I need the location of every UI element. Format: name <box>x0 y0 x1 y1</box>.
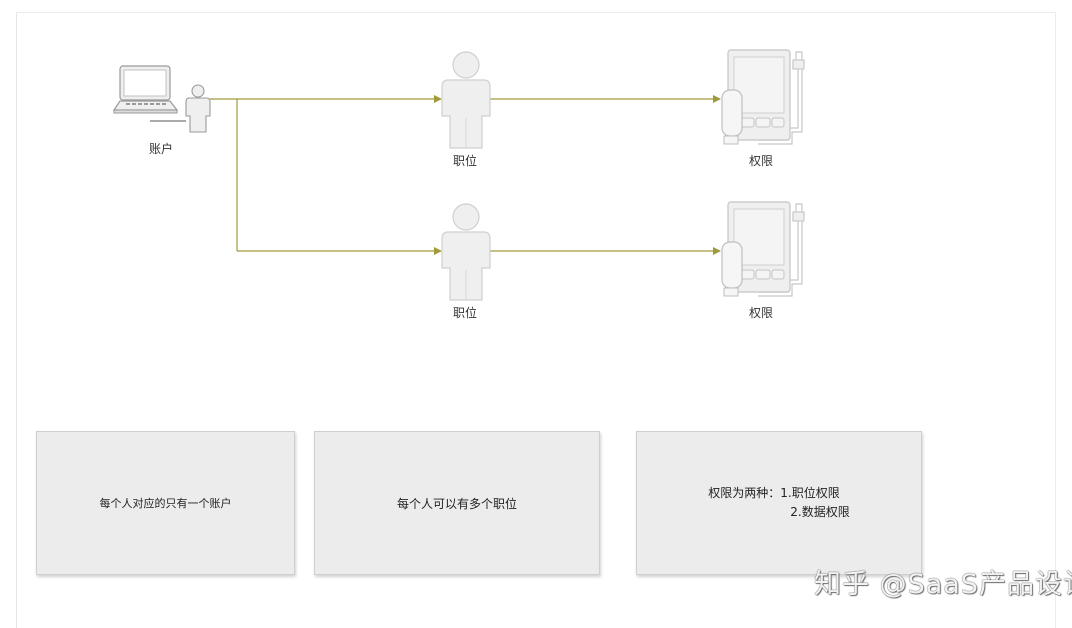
permission-bottom-label: 权限 <box>748 306 773 320</box>
watermark: 知乎 @SaaS产品设计 <box>814 569 1072 600</box>
position-top-label: 职位 <box>452 154 477 168</box>
note-permission-types: 权限为两种：1.职位权限 2.数据权限 <box>636 431 922 575</box>
permission-bottom-tablet-icon <box>718 200 808 302</box>
position-top-person-icon <box>440 50 492 150</box>
account-person-icon <box>185 84 211 134</box>
permission-type-line1: 权限为两种：1.职位权限 <box>708 486 840 500</box>
note-one-account: 每个人对应的只有一个账户 <box>36 431 295 575</box>
account-label: 账户 <box>148 142 173 156</box>
note-permission-types-text: 权限为两种：1.职位权限 2.数据权限 <box>708 484 849 522</box>
position-bottom-label: 职位 <box>452 306 477 320</box>
position-bottom-person-icon <box>440 202 492 302</box>
laptop-icon <box>112 64 179 116</box>
note-one-account-text: 每个人对应的只有一个账户 <box>99 497 232 510</box>
permission-top-label: 权限 <box>748 154 773 168</box>
permission-top-tablet-icon <box>718 48 808 150</box>
permission-type-line2: 2.数据权限 <box>790 505 850 519</box>
note-multiple-positions: 每个人可以有多个职位 <box>314 431 600 575</box>
note-multiple-positions-text: 每个人可以有多个职位 <box>396 496 517 511</box>
diagram-canvas <box>16 12 1056 628</box>
